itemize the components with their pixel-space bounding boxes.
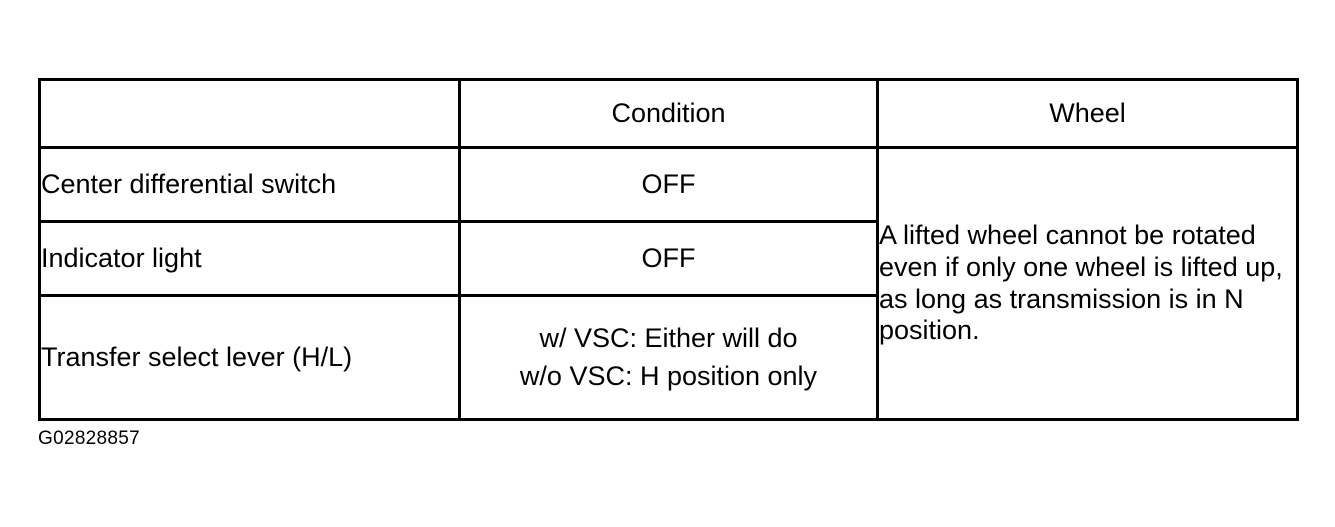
wheel-note-text: A lifted wheel cannot be rotated even if… xyxy=(879,219,1283,346)
row-label-center-differential-switch: Center differential switch xyxy=(38,146,461,223)
header-cell-wheel: Wheel xyxy=(876,78,1299,149)
condition-line-with-vsc: w/ VSC: Either will do xyxy=(539,322,798,353)
wheel-note-cell: A lifted wheel cannot be rotated even if… xyxy=(876,146,1299,421)
table-row: Transfer select lever (H/L) w/ VSC: Eith… xyxy=(38,294,1298,421)
specification-table: Condition Wheel Center differential swit… xyxy=(38,78,1299,421)
row-condition-center-differential-switch: OFF xyxy=(458,146,879,223)
row-label-transfer-select-lever: Transfer select lever (H/L) xyxy=(38,294,461,421)
row-label-indicator-light: Indicator light xyxy=(38,220,461,297)
header-cell-blank xyxy=(38,78,461,149)
table-row: Center differential switch OFF A lifted … xyxy=(38,146,1299,421)
table-header-row: Condition Wheel xyxy=(38,78,1299,149)
figure-caption: G02828857 xyxy=(38,428,141,449)
table-row: Indicator light OFF xyxy=(38,220,1298,297)
row-condition-transfer-select-lever: w/ VSC: Either will do w/o VSC: H positi… xyxy=(458,294,879,421)
row-condition-indicator-light: OFF xyxy=(458,220,879,297)
header-cell-condition: Condition xyxy=(458,78,879,149)
condition-line-without-vsc: w/o VSC: H position only xyxy=(519,360,818,391)
